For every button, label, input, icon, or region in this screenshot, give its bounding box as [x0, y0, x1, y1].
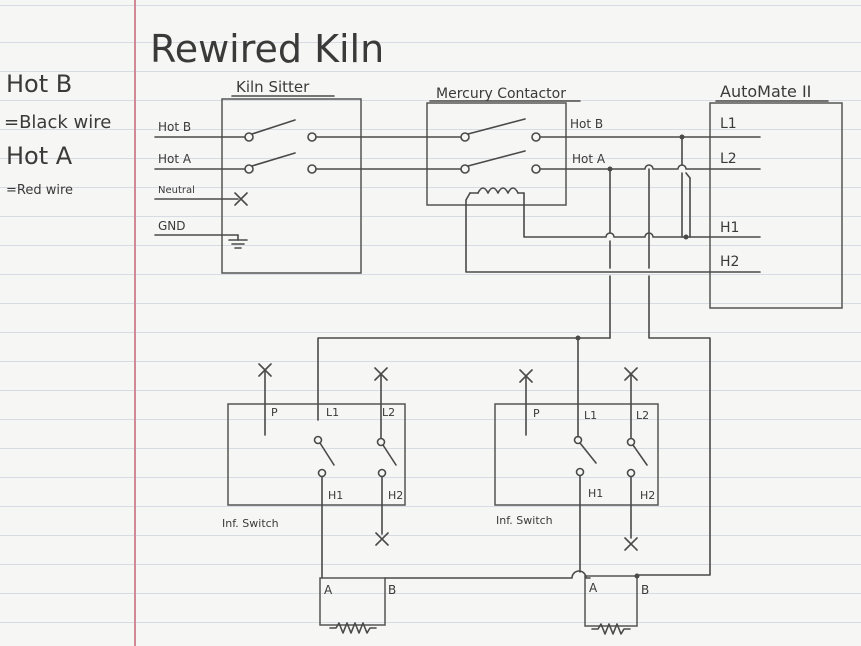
- note-red-wire: =Red wire: [6, 183, 73, 198]
- contactor-coil-icon: [477, 187, 519, 194]
- automate-terminal-l2: L2: [720, 151, 737, 167]
- inf-right-terminal-h1: H1: [588, 487, 603, 500]
- contactor-output-hot-b: Hot B: [570, 117, 603, 131]
- inf-right-terminal-l1: L1: [584, 409, 597, 422]
- inf-left-terminal-l2: L2: [382, 406, 395, 419]
- kiln-sitter-terminal-gnd: GND: [158, 219, 186, 233]
- wire-coil-to-h2: [465, 192, 761, 273]
- inf-right-terminal-h2: H2: [640, 489, 655, 502]
- kiln-sitter-label: Kiln Sitter: [236, 78, 310, 96]
- inf-left-terminal-h2: H2: [388, 489, 403, 502]
- mercury-contactor: Mercury Contactor Hot B Hot A: [426, 86, 606, 206]
- kiln-sitter: Kiln Sitter Hot B Hot A Neutral GND: [154, 78, 362, 274]
- automate-terminal-l1: L1: [720, 116, 737, 132]
- wire-coil-to-h1: [523, 192, 761, 238]
- mercury-contactor-label: Mercury Contactor: [436, 86, 566, 102]
- automate-box: [709, 102, 843, 309]
- heating-element-right: A B: [584, 573, 649, 635]
- wire-feed-bus: [317, 337, 611, 421]
- inf-right-terminal-p: P: [533, 407, 540, 420]
- inf-switch-right-box: [494, 403, 659, 506]
- inf-switch-left-label: Inf. Switch: [222, 517, 279, 530]
- automate-controller: AutoMate II L1 L2 H1 H2: [709, 82, 843, 309]
- diagram-title: Rewired Kiln: [150, 27, 384, 71]
- mercury-contactor-box: [426, 102, 567, 206]
- note-hot-b: Hot B: [6, 70, 72, 98]
- heating-element-left: A B: [319, 577, 396, 634]
- inf-left-terminal-p: P: [271, 406, 278, 419]
- element-left-terminal-a: A: [324, 583, 333, 597]
- inf-right-terminal-l2: L2: [636, 409, 649, 422]
- inf-switch-right-label: Inf. Switch: [496, 514, 553, 527]
- wire-hot-b-drop: [636, 168, 711, 576]
- element-left-terminal-b: B: [388, 583, 396, 597]
- automate-terminal-h2: H2: [720, 254, 739, 270]
- automate-label: AutoMate II: [720, 82, 811, 101]
- element-right-terminal-b: B: [641, 583, 649, 597]
- inf-left-terminal-l1: L1: [326, 406, 339, 419]
- note-black-wire: =Black wire: [4, 112, 111, 133]
- kiln-sitter-terminal-hot-a: Hot A: [158, 152, 192, 166]
- kiln-sitter-terminal-neutral: Neutral: [158, 185, 195, 196]
- element-left-box: [319, 577, 386, 626]
- note-hot-a: Hot A: [6, 142, 73, 170]
- kiln-sitter-terminal-hot-b: Hot B: [158, 120, 191, 134]
- element-right-terminal-a: A: [589, 581, 598, 595]
- inf-left-terminal-h1: H1: [328, 489, 343, 502]
- element-left-resistor-icon: [329, 622, 377, 634]
- wire-hot-a-to-l2: [539, 164, 761, 170]
- inf-switch-left-box: [227, 403, 406, 506]
- inf-switch-left: Inf. Switch P L1 L2 H1 H2: [222, 363, 406, 579]
- margin-line: [134, 0, 136, 646]
- element-right-box: [584, 575, 638, 627]
- inf-switch-right: Inf. Switch P L1 L2 H1 H2: [494, 337, 659, 573]
- wire-element-link: [384, 570, 591, 579]
- automate-terminal-h1: H1: [720, 220, 739, 236]
- kiln-sitter-box: [221, 98, 362, 274]
- contactor-output-hot-a: Hot A: [572, 152, 606, 166]
- element-right-resistor-icon: [591, 623, 631, 635]
